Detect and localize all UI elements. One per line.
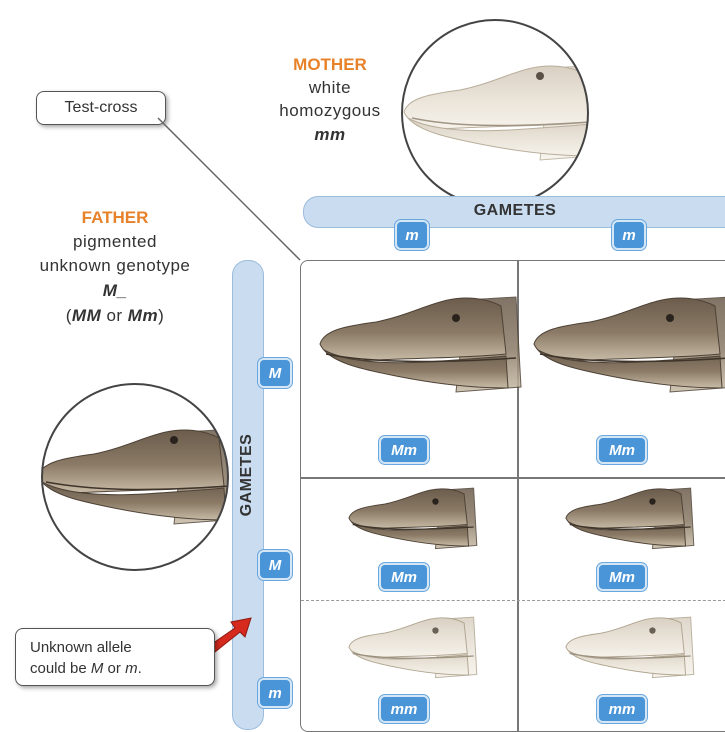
option-mm-mixed: Mm	[128, 306, 158, 325]
grid-dashed-divider	[301, 600, 725, 601]
option-mm-upper: MM	[72, 306, 101, 325]
offspring-genotype-5: mm	[379, 695, 429, 723]
grid-horizontal-divider	[301, 477, 725, 479]
gametes-top-label: GAMETES	[430, 202, 600, 220]
callout-line-1: Unknown allele	[30, 637, 200, 658]
options-close: )	[158, 306, 164, 325]
father-portrait	[40, 382, 230, 572]
offspring-genotype-4: Mm	[597, 563, 647, 591]
top-allele-1: m	[395, 220, 429, 250]
callout-prefix: could be	[30, 660, 91, 677]
offspring-genotype-1: Mm	[379, 436, 429, 464]
top-allele-2: m	[612, 220, 646, 250]
callout-period: .	[138, 660, 142, 677]
offspring-head-1	[316, 292, 526, 402]
offspring-head-6	[562, 614, 692, 684]
offspring-genotype-2: Mm	[597, 436, 647, 464]
father-genotype: M_	[30, 281, 200, 301]
callout-allele-lower: m	[125, 660, 138, 677]
callout-allele-upper: M	[91, 660, 104, 677]
father-phenotype: pigmented	[20, 232, 210, 252]
offspring-genotype-6: mm	[597, 695, 647, 723]
callout-or: or	[103, 660, 125, 677]
father-genotype-options: (MM or Mm)	[20, 306, 210, 326]
gametes-side-text: GAMETES	[238, 434, 256, 517]
side-allele-1: M	[258, 358, 292, 388]
father-description: unknown genotype	[10, 256, 220, 276]
side-allele-3: m	[258, 678, 292, 708]
gametes-side-label: GAMETES	[232, 410, 262, 540]
callout-line-2: could be M or m.	[30, 658, 200, 679]
offspring-head-4	[562, 485, 692, 555]
offspring-head-5	[345, 614, 475, 684]
offspring-genotype-3: Mm	[379, 563, 429, 591]
offspring-head-3	[345, 485, 475, 555]
father-title: FATHER	[30, 208, 200, 228]
offspring-head-2	[530, 292, 725, 402]
options-or: or	[101, 306, 128, 325]
unknown-allele-callout: Unknown allele could be M or m.	[15, 628, 215, 686]
side-allele-2: M	[258, 550, 292, 580]
